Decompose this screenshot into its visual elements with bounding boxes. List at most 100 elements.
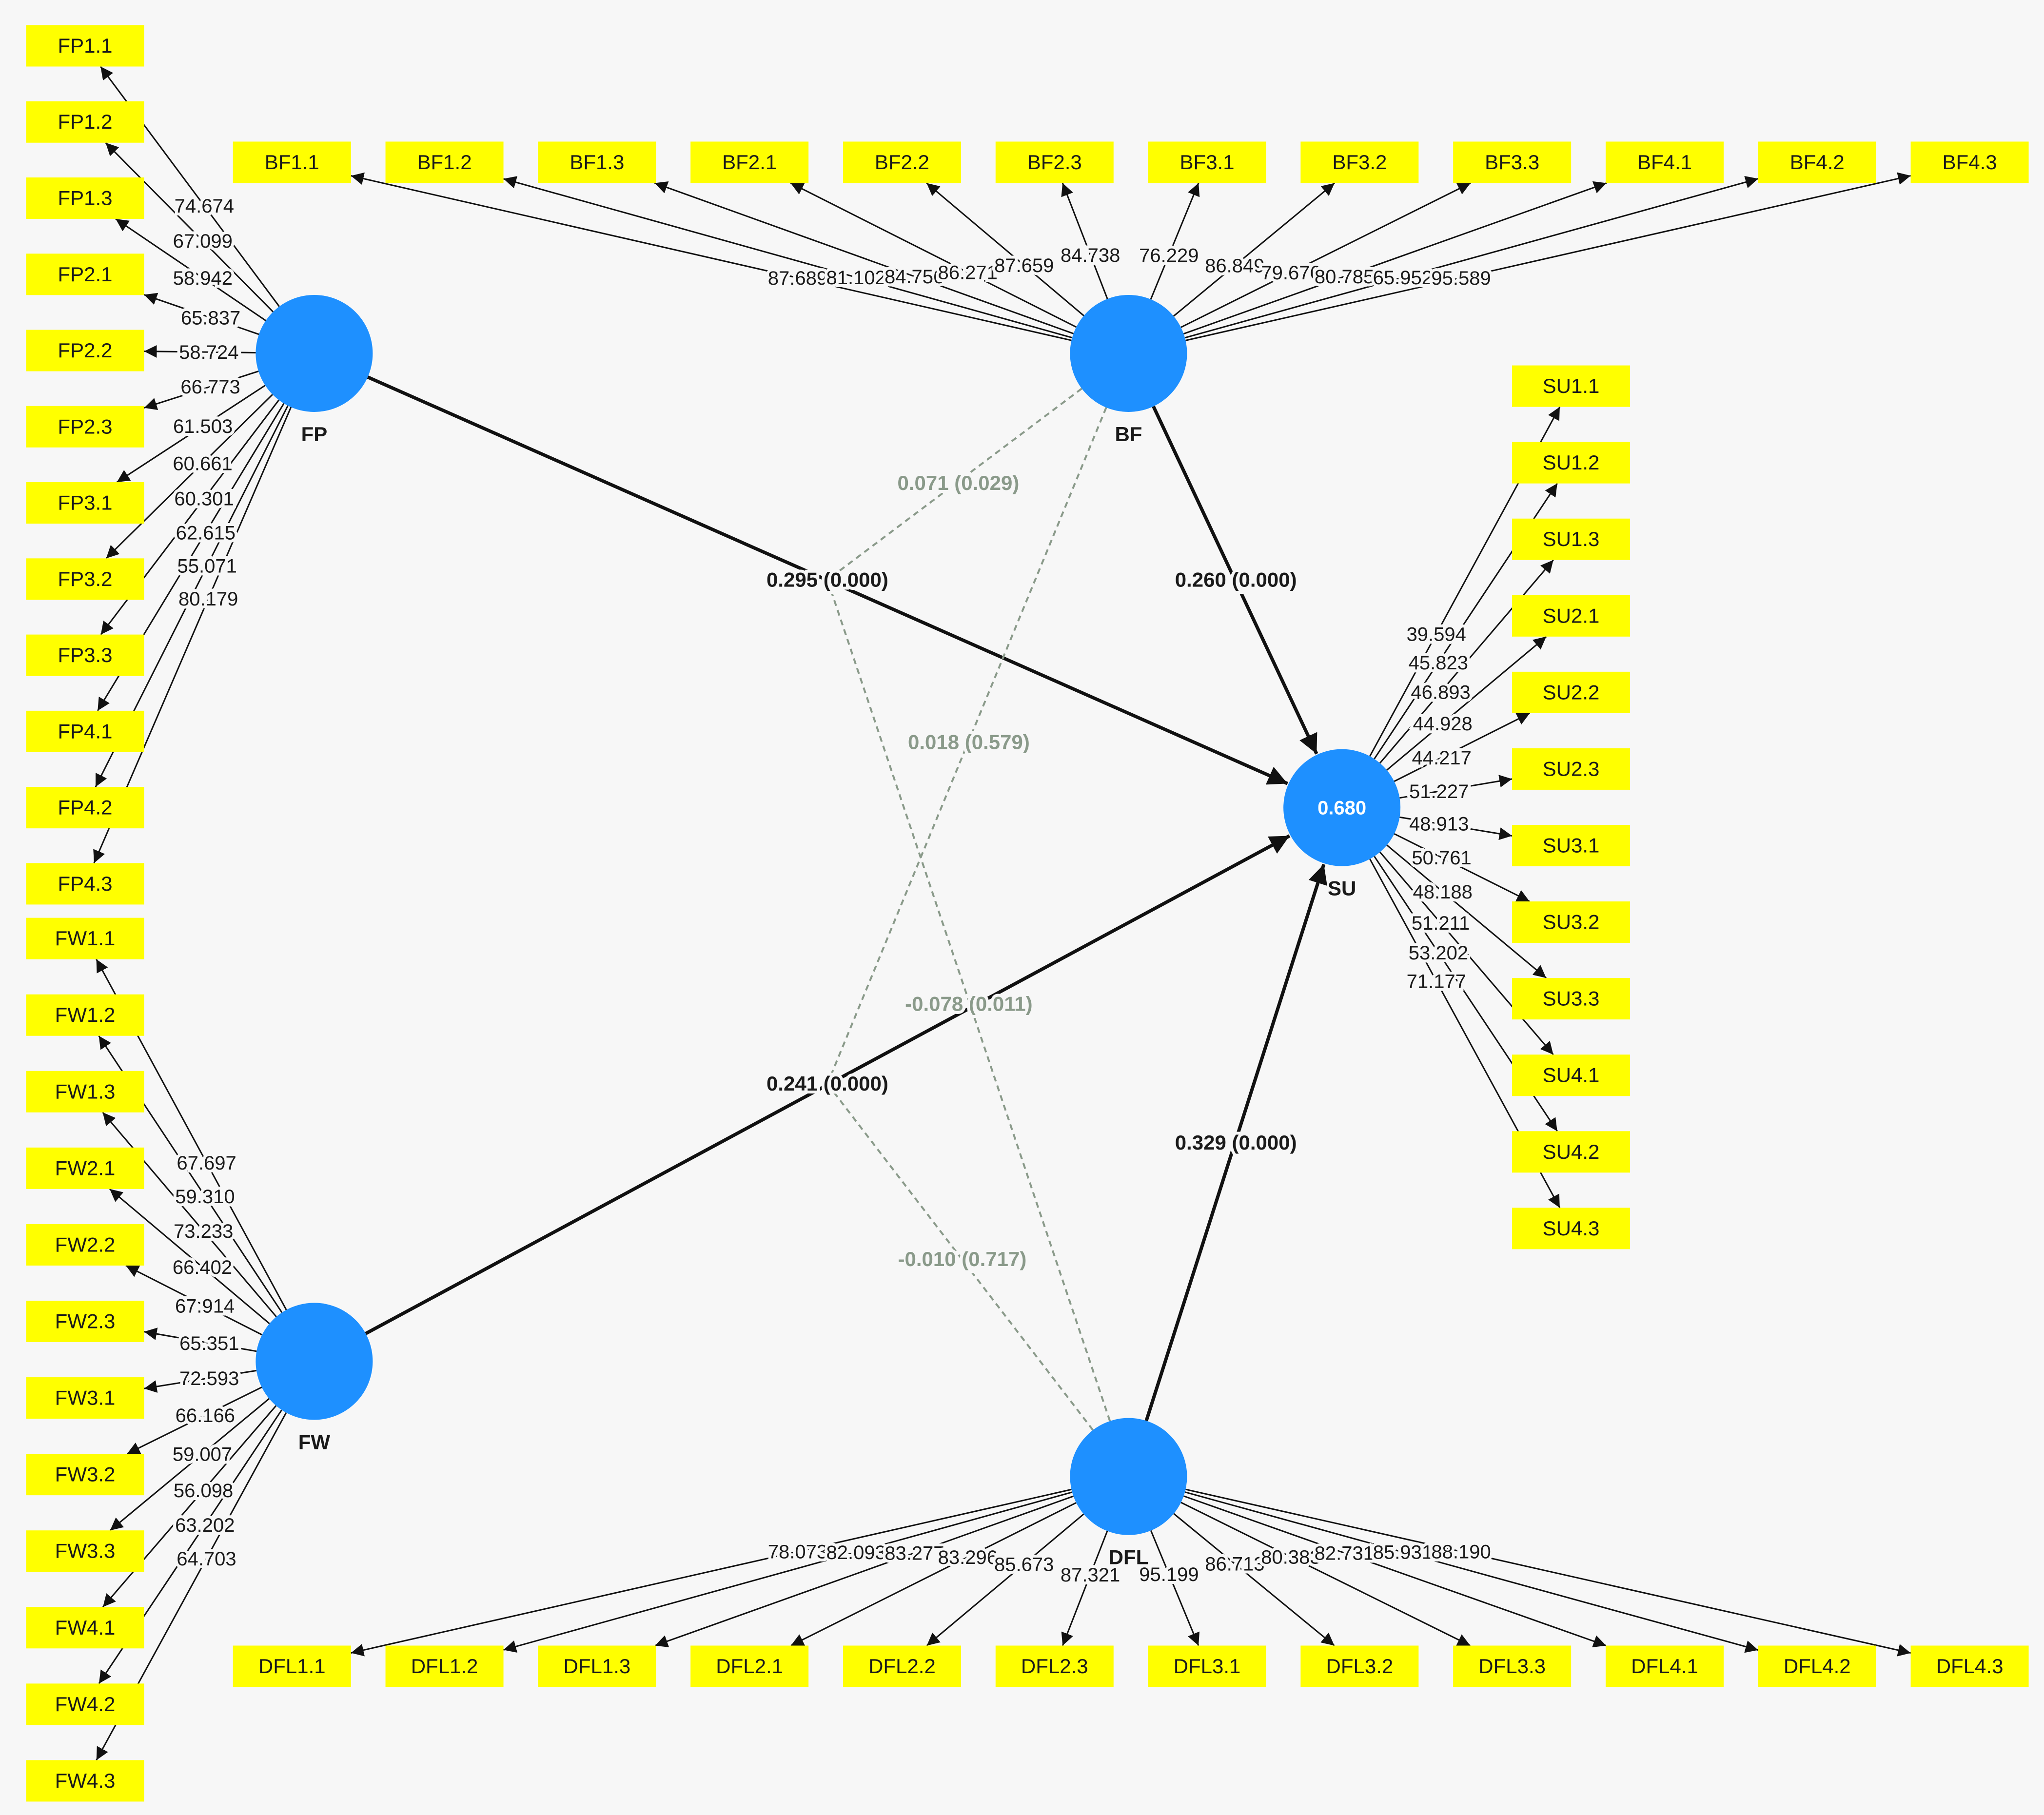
indicator-box[interactable] [1758,1645,1876,1687]
indicator-box[interactable] [1300,1645,1419,1687]
indicator-box[interactable] [1512,595,1630,637]
moderation-line[interactable] [826,1083,1094,1431]
indicator-box[interactable] [1512,1131,1630,1173]
indicator-box[interactable] [995,141,1114,183]
indicator-box[interactable] [995,1645,1114,1687]
indicator-label: FP2.2 [58,339,112,362]
indicator-label: SU1.2 [1543,451,1600,474]
indicator-box[interactable] [26,994,144,1036]
indicator-box[interactable] [690,1645,809,1687]
latent-su[interactable] [1283,749,1401,866]
indicator-box[interactable] [26,25,144,67]
indicator-box[interactable] [1453,1645,1572,1687]
loading-arrow [790,182,1077,328]
latent-bf[interactable] [1070,294,1187,412]
indicator-box[interactable] [1512,518,1630,560]
indicator-box[interactable] [538,1645,656,1687]
moderation-line[interactable] [826,388,1082,581]
loading-arrow [109,1398,270,1531]
latent-name: BF [1115,423,1142,446]
indicator-box[interactable] [233,141,351,183]
indicator-box[interactable] [1148,141,1266,183]
indicator-box[interactable] [26,177,144,219]
indicator-box[interactable] [26,863,144,905]
latent-fw[interactable] [256,1303,373,1420]
indicator-box[interactable] [843,141,961,183]
latent-dfl[interactable] [1070,1418,1187,1535]
loading-value: 83.296 [938,1547,998,1568]
loading-arrow [144,371,259,410]
loading-arrow [105,142,274,312]
indicator-box[interactable] [1512,825,1630,867]
indicator-box[interactable] [1512,442,1630,484]
indicator-box[interactable] [1605,1645,1724,1687]
path-dfl-su[interactable] [1144,863,1327,1422]
indicator-box[interactable] [1453,141,1572,183]
loading-value: 73.233 [174,1221,233,1242]
loading-value: 45.823 [1409,652,1468,674]
moderation-line[interactable] [826,407,1107,1084]
indicator-box[interactable] [26,710,144,752]
indicator-box[interactable] [26,917,144,959]
loading-arrow [1184,1491,1759,1653]
loading-value: 62.615 [176,522,236,544]
indicator-label: SU2.1 [1543,604,1600,627]
moderation-coefficient: 0.071 (0.029) [897,471,1019,494]
loading-value: 79.676 [1261,262,1320,284]
indicator-box[interactable] [26,482,144,524]
indicator-box[interactable] [1910,1645,2029,1687]
indicator-box[interactable] [26,406,144,448]
indicator-box[interactable] [385,1645,504,1687]
indicator-box[interactable] [1605,141,1724,183]
indicator-box[interactable] [26,330,144,371]
indicator-box[interactable] [1512,1208,1630,1249]
indicator-box[interactable] [1512,671,1630,713]
indicator-box[interactable] [26,1147,144,1189]
indicator-box[interactable] [1512,978,1630,1020]
indicator-box[interactable] [1758,141,1876,183]
loading-arrow [1394,712,1531,782]
indicator-box[interactable] [1148,1645,1266,1687]
indicator-box[interactable] [1512,365,1630,407]
indicator-box[interactable] [1300,141,1419,183]
latent-fp[interactable] [256,294,373,412]
indicator-box[interactable] [26,1760,144,1802]
loading-arrow [1399,775,1513,799]
indicator-box[interactable] [26,1071,144,1112]
loading-value: 85.931 [1373,1542,1433,1563]
indicator-box[interactable] [26,787,144,829]
loading-arrow [1173,1513,1335,1646]
loading-value: 59.007 [173,1444,232,1465]
indicator-label: FW2.2 [55,1233,116,1256]
loading-value: 82.731 [1315,1542,1374,1564]
indicator-box[interactable] [26,1377,144,1419]
indicator-box[interactable] [26,1224,144,1266]
indicator-box[interactable] [26,1454,144,1496]
indicator-label: FP4.3 [58,872,112,895]
indicator-label: DFL3.1 [1174,1655,1241,1678]
indicator-box[interactable] [843,1645,961,1687]
loading-value: 80.383 [1261,1546,1320,1568]
indicator-box[interactable] [538,141,656,183]
indicator-box[interactable] [26,254,144,295]
indicator-box[interactable] [1512,1054,1630,1096]
indicator-box[interactable] [385,141,504,183]
moderation-line[interactable] [826,579,1111,1422]
indicator-box[interactable] [26,1301,144,1343]
loading-arrow [654,181,1074,334]
indicator-box[interactable] [26,1607,144,1649]
indicator-box[interactable] [1512,901,1630,943]
indicator-box[interactable] [233,1645,351,1687]
indicator-label: FP2.3 [58,415,112,438]
indicator-box[interactable] [26,558,144,600]
path-fp-su[interactable] [367,375,1288,785]
indicator-box[interactable] [26,101,144,143]
indicator-box[interactable] [1910,141,2029,183]
indicator-box[interactable] [26,634,144,676]
indicator-box[interactable] [26,1530,144,1572]
indicator-label: SU3.2 [1543,911,1600,934]
indicator-box[interactable] [26,1683,144,1725]
path-bf-su[interactable] [1152,406,1318,755]
indicator-box[interactable] [1512,748,1630,790]
indicator-box[interactable] [690,141,809,183]
